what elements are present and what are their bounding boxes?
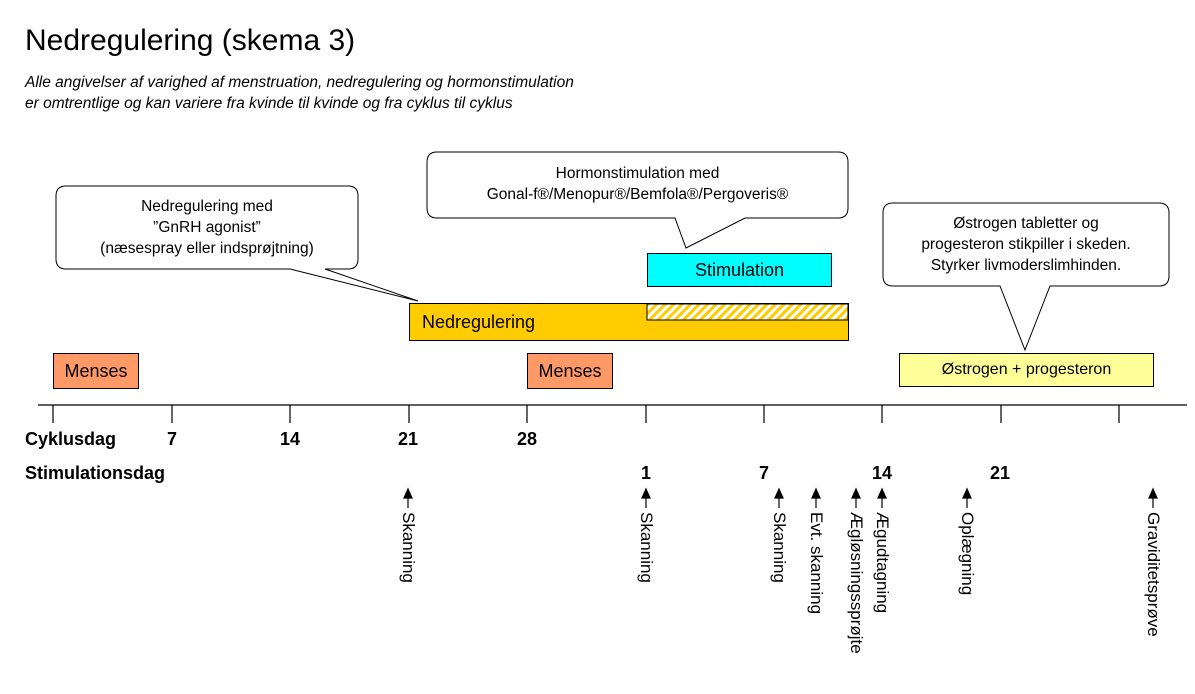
menses-bar-2: Menses [527, 353, 613, 389]
event-arrows [403, 487, 1158, 508]
event-skanning-2: Skanning [637, 512, 656, 583]
nedregulering-label: Nedregulering [422, 311, 536, 332]
nedregulering-bar: Nedregulering [409, 303, 849, 341]
stimulationsdag-tick: 1 [640, 463, 652, 483]
oestrogen-bar: Østrogen + progesteron [899, 353, 1154, 387]
callout-nedregulering-text: Nedregulering med ”GnRH agonist” (næsesp… [56, 196, 358, 259]
event-aegudtagning: Ægudtagning [873, 512, 892, 614]
cyklusdag-label: Cyklusdag [25, 429, 117, 449]
menses-label: Menses [64, 360, 128, 381]
callout-stimulation-bubble [426, 151, 849, 249]
callout-oestrogen-bubble [882, 202, 1170, 352]
callout-line: progesteron stikpiller i skeden. [921, 236, 1131, 253]
cyklusdag-tick: 21 [397, 429, 419, 449]
disclaimer-line-2: er omtrentlige og kan variere fra kvinde… [25, 95, 513, 112]
cyklusdag-tick: 7 [166, 429, 178, 449]
callout-nedregulering-bubble [55, 185, 419, 302]
disclaimer-line-1: Alle angivelser af varighed af menstruat… [25, 74, 574, 91]
callout-oestrogen-text: Østrogen tabletter og progesteron stikpi… [883, 213, 1169, 276]
callout-line: ”GnRH agonist” [153, 219, 261, 236]
event-evt-skanning: Evt. skanning [807, 512, 826, 615]
oestrogen-label: Østrogen + progesteron [941, 361, 1112, 378]
callout-line: Østrogen tabletter og [953, 215, 1099, 232]
event-skanning-1: Skanning [399, 512, 418, 583]
menses-label: Menses [538, 360, 602, 381]
menses-bar-1: Menses [53, 353, 139, 389]
event-skanning-3: Skanning [770, 512, 789, 583]
stimulationsdag-tick: 21 [989, 463, 1011, 483]
page-title: Nedregulering (skema 3) [25, 24, 356, 57]
stimulationsdag-tick: 7 [758, 463, 770, 483]
stimulationsdag-label: Stimulationsdag [25, 463, 166, 483]
callout-line: Gonal-f®/Menopur®/Bemfola®/Pergoveris® [486, 186, 789, 203]
event-oplaegning: Oplægning [958, 512, 977, 596]
stimulation-bar: Stimulation [647, 253, 832, 287]
stimulationsdag-tick: 14 [871, 463, 893, 483]
callout-line: (næsespray eller indsprøjtning) [100, 240, 314, 257]
event-graviditetsproeve: Graviditetsprøve [1144, 512, 1163, 637]
callout-line: Nedregulering med [141, 198, 273, 215]
callout-stimulation-text: Hormonstimulation med Gonal-f®/Menopur®/… [427, 163, 848, 205]
event-aegloesningssproejte: Ægløsningssprøjte [847, 512, 866, 654]
callout-line: Hormonstimulation med [555, 165, 720, 182]
axis-ticks [52, 405, 1120, 423]
disclaimer-note: Alle angivelser af varighed af menstruat… [25, 72, 574, 114]
callout-line: Styrker livmoderslimhinden. [930, 257, 1122, 274]
stimulation-label: Stimulation [694, 259, 785, 280]
cyklusdag-tick: 14 [279, 429, 301, 449]
cyklusdag-tick: 28 [516, 429, 538, 449]
